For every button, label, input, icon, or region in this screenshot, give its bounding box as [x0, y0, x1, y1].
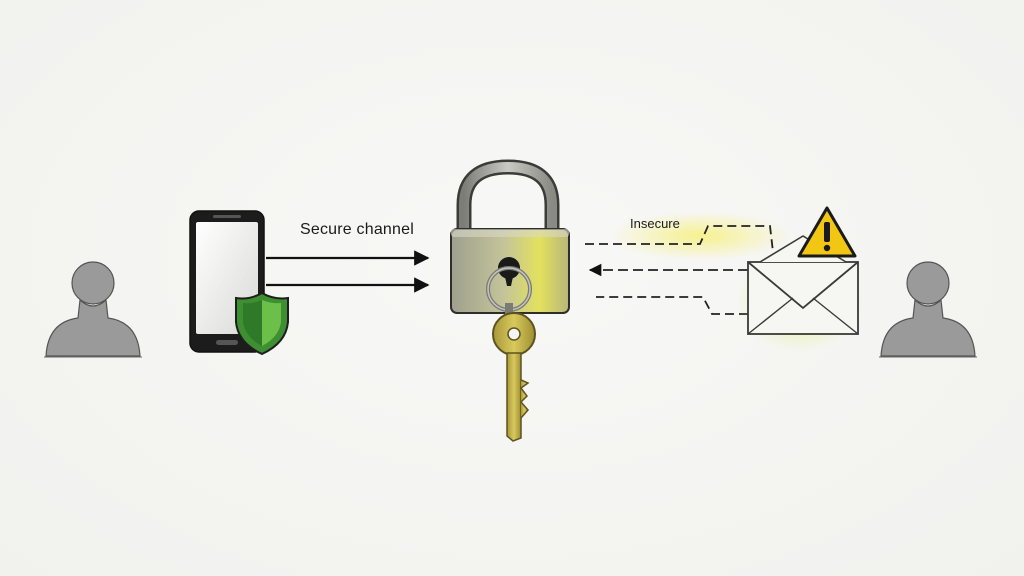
right-person-icon — [879, 261, 977, 358]
warning-triangle-icon — [797, 206, 857, 258]
padlock-icon — [450, 159, 570, 314]
yellow-glow — [610, 212, 790, 260]
key-icon — [492, 303, 536, 442]
insecure-dashed-lines — [585, 225, 774, 315]
secure-channel-label: Secure channel — [300, 221, 414, 238]
shield-icon — [235, 291, 289, 356]
envelope-icon — [747, 235, 859, 335]
secure-arrows — [266, 250, 430, 293]
left-person-icon — [44, 261, 142, 358]
insecure-label: Insecure — [630, 216, 680, 231]
